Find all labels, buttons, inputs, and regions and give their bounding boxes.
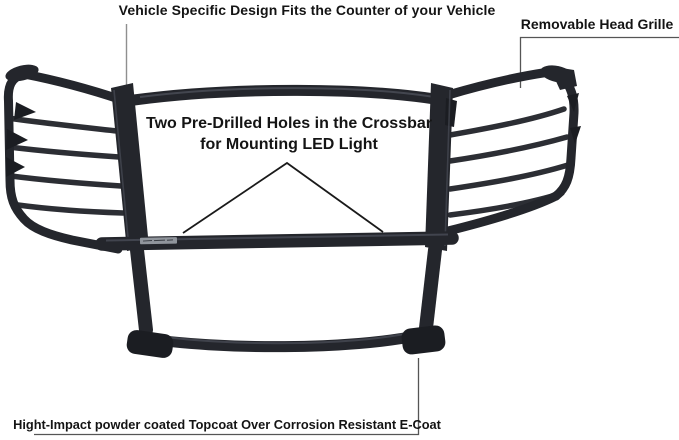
left-foot	[126, 330, 174, 358]
annotation-predrilled-holes: Two Pre-Drilled Holes in the Crossbar fo…	[146, 113, 432, 155]
annotation-powder-coat: Hight-Impact powder coated Topcoat Over …	[13, 417, 441, 432]
annotation-predrilled-holes-line1: Two Pre-Drilled Holes in the Crossbar	[146, 115, 432, 132]
crossbar-sticker	[139, 237, 178, 245]
crossbar	[95, 231, 459, 251]
leader-line-right	[519, 36, 679, 88]
annotation-vehicle-specific-design: Vehicle Specific Design Fits the Counter…	[118, 2, 496, 18]
left-guard-end-cap	[5, 64, 39, 82]
right-foot	[401, 325, 446, 355]
annotation-predrilled-holes-line2: for Mounting LED Light	[200, 136, 378, 153]
right-guard-end-cap	[540, 65, 577, 90]
lower-bumper-bar	[126, 325, 446, 358]
frame-left-bracket	[111, 83, 149, 251]
annotation-removable-head-grille: Removable Head Grille	[520, 16, 674, 32]
left-headlight-guard	[3, 69, 127, 254]
right-guard-fin	[567, 93, 581, 144]
leader-line-bottom	[34, 358, 420, 436]
frame-top-bar	[128, 84, 452, 107]
right-headlight-guard	[443, 68, 579, 236]
left-guard-fins	[6, 102, 36, 177]
frame-lower-left-upright	[130, 243, 153, 337]
frame-lower-right-upright	[419, 243, 442, 335]
main-frame	[111, 83, 457, 337]
pointer-v-lines	[182, 161, 384, 234]
